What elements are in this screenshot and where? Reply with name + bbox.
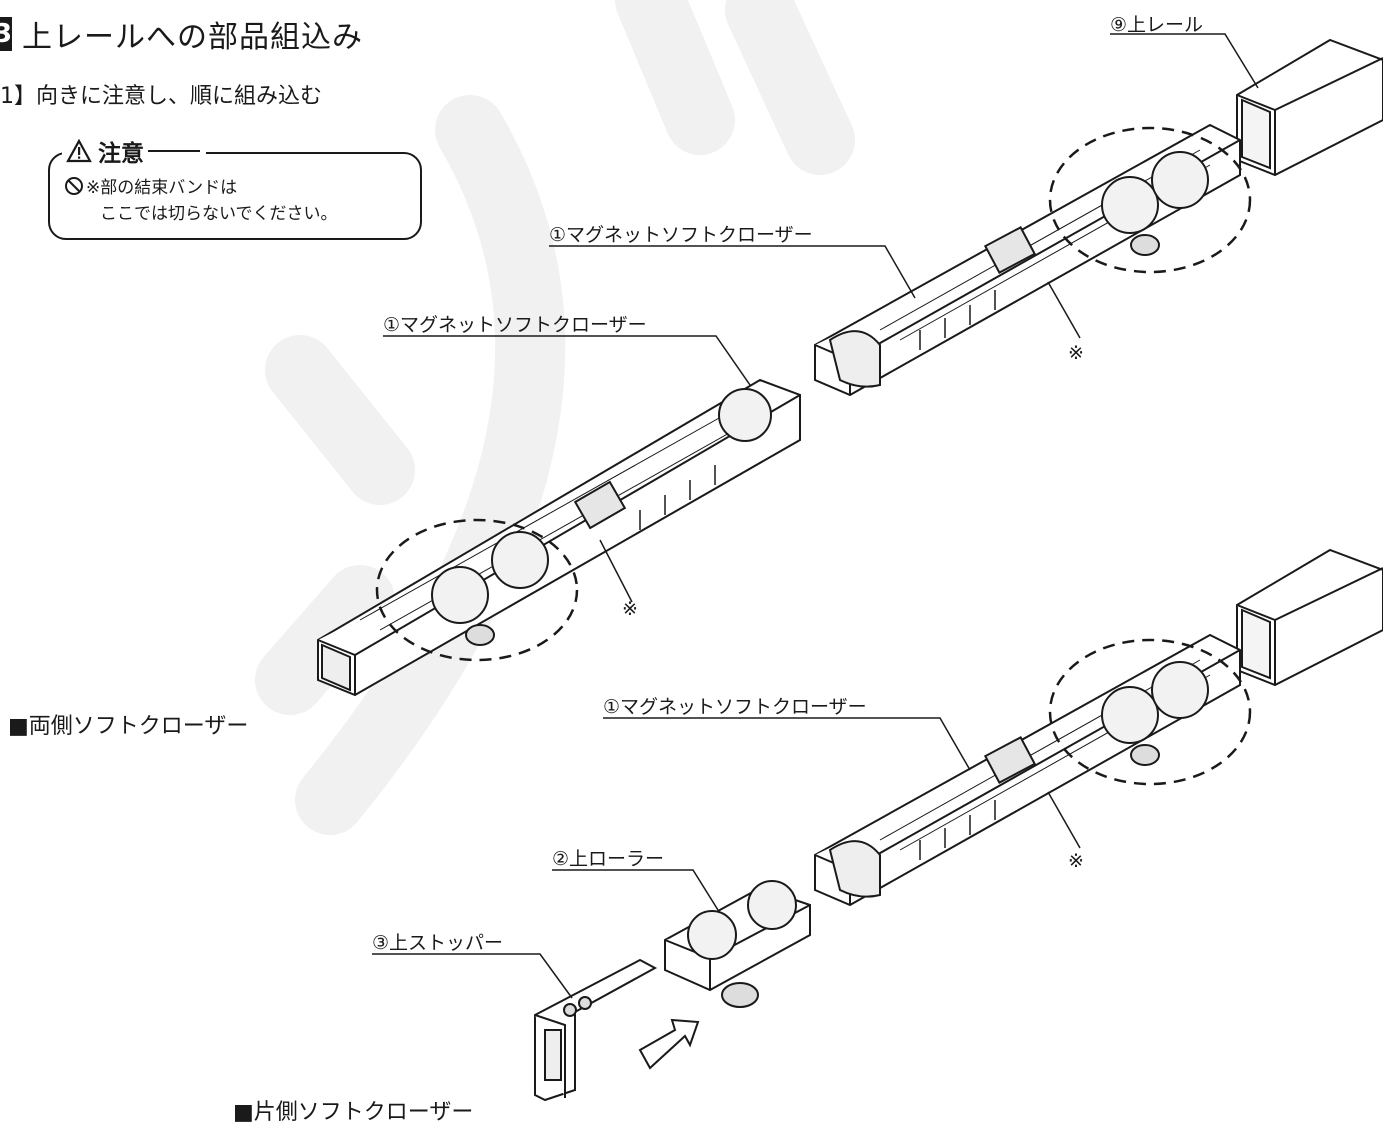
caution-text-2: ここでは切らないでください。 [100,204,338,224]
insertion-arrow [638,1018,700,1070]
focus-circle-middle [375,518,579,662]
page-title: 上レールへの部品組込み [22,20,363,55]
top-rail-lower [1236,548,1383,687]
instruction-text: 1】向きに注意し、順に組み込む [0,84,322,109]
caution-box [48,152,422,240]
warning-triangle-icon [66,139,92,163]
section-both-side-closer: ■両側ソフトクローザー [8,714,249,739]
section-one-side-closer: ■片側ソフトクローザー [233,1100,474,1125]
mark-middle: ※ [622,598,638,620]
leader-lines [372,33,1259,999]
focus-circle-lower-right [1048,638,1252,786]
mark-lower-right: ※ [1068,850,1084,872]
title-row: 3 上レールへの部品組込み [0,14,363,55]
caution-heading: 注意 [62,134,206,168]
label-closer-upper-right: ①マグネットソフトクローザー [549,224,813,246]
top-stopper [534,958,658,1102]
top-roller [664,880,811,1008]
focus-circle-upper-right [1048,126,1252,274]
caution-text-1: ※部の結束バンドは [86,178,238,198]
caution-heading-text: 注意 [98,141,144,167]
caution-heading-rule [148,149,200,153]
watermark [255,0,855,835]
prohibition-icon [65,176,83,195]
step-number-badge: 3 [0,17,12,51]
label-top-rail: ⑨上レール [1110,14,1204,36]
caution-line-1: ※部の結束バンドは [64,173,237,198]
mark-upper-right: ※ [1068,342,1084,364]
top-rail-upper [1236,38,1383,177]
closer-upper-right [814,123,1241,397]
label-closer-middle: ①マグネットソフトクローザー [383,314,647,336]
label-closer-lower-right: ①マグネットソフトクローザー [603,696,867,718]
closer-middle-left [317,378,801,697]
label-top-roller: ②上ローラー [552,848,665,870]
closer-lower-right [814,633,1241,907]
label-top-stopper: ③上ストッパー [372,932,504,954]
